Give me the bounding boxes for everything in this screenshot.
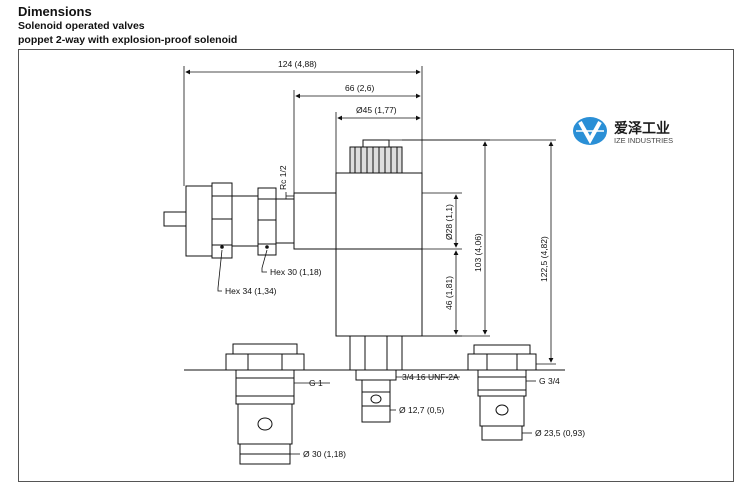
main-valve [163, 139, 423, 423]
dim-diameter-30: Ø 30 (1,18) [303, 449, 346, 459]
logo-english-text: IZE INDUSTRIES [614, 136, 673, 145]
logo-chinese-text: 爱泽工业 [614, 120, 670, 136]
page-title: Dimensions [18, 4, 92, 19]
subtitle-line-1: Solenoid operated valves [18, 20, 145, 32]
dim-122-5: 122,5 (4,82) [539, 236, 549, 282]
dim-103: 103 (4,06) [473, 233, 483, 272]
dimension-lines [183, 66, 556, 455]
dim-g34-thread: G 3/4 [539, 376, 560, 386]
nut-marker [265, 245, 269, 249]
dim-diameter-12-7: Ø 12,7 (0,5) [399, 405, 445, 415]
dim-46: 46 (1,81) [444, 276, 454, 310]
dim-diameter-23-5: Ø 23,5 (0,93) [535, 428, 585, 438]
dim-diameter-28: Ø28 (1,1) [444, 204, 454, 240]
dim-124: 124 (4,88) [278, 59, 317, 69]
dim-66: 66 (2,6) [345, 83, 374, 93]
dim-diameter-45: Ø45 (1,77) [356, 105, 397, 115]
subtitle-line-2: poppet 2-way with explosion-proof soleno… [18, 34, 238, 46]
ize-logo: 爱泽工业 IZE INDUSTRIES [573, 117, 673, 145]
dim-rc-thread: Rc 1/2 [278, 165, 288, 190]
dim-hex-30: Hex 30 (1,18) [270, 267, 322, 277]
dim-unf-thread: 3/4 16 UNF-2A [402, 372, 459, 382]
dim-hex-34: Hex 34 (1,34) [225, 286, 277, 296]
cartridge-g34 [467, 344, 537, 441]
logo-mark-icon [573, 117, 607, 145]
cartridge-g1 [225, 343, 305, 465]
drawing-frame [18, 49, 734, 482]
nut-marker [220, 245, 224, 249]
dim-g1-thread: G 1 [309, 378, 323, 388]
